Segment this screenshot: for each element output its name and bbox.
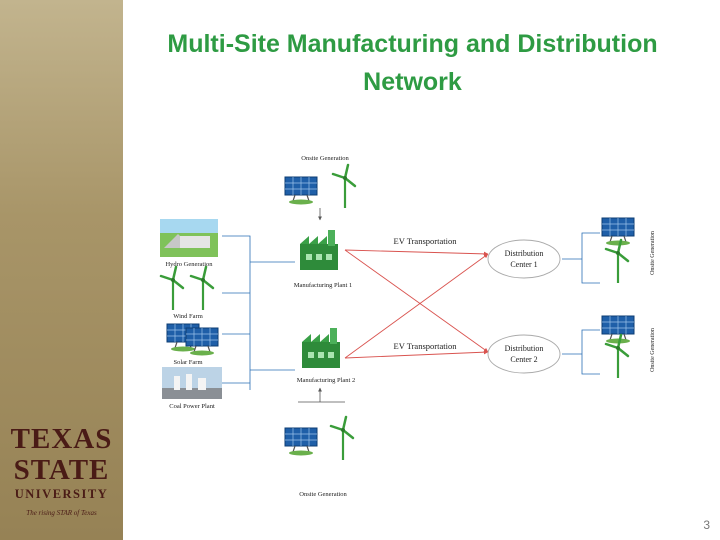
hydro-label: Hydro Generation (165, 261, 213, 268)
coal-power-plant: Coal Power Plant (162, 367, 222, 410)
plant2-label: Manufacturing Plant 2 (297, 377, 356, 384)
dc1-label-line1: Distribution (505, 249, 544, 258)
title-line-1: Multi-Site Manufacturing and Distributio… (167, 30, 658, 58)
hydro-generation: Hydro Generation (160, 219, 218, 268)
solar-panel-icon (601, 217, 635, 247)
dc2-label-line2: Center 2 (510, 355, 537, 364)
wind-farm-label: Wind Farm (173, 313, 203, 320)
wind-turbine-icon (189, 265, 215, 312)
distribution-center-2: Distribution Center 2 (487, 334, 561, 374)
logo-tagline: The rising STAR of Texas (26, 508, 97, 517)
onsite-right-2-label: Onsite Generation (650, 328, 656, 372)
dc1-ellipse (487, 239, 561, 279)
plant1-label: Manufacturing Plant 1 (294, 282, 353, 289)
network-diagram: Hydro Generation Wind Farm Solar Farm Co… (159, 155, 656, 498)
dc2-label-line1: Distribution (505, 344, 544, 353)
wind-turbine-icon (329, 415, 355, 462)
university-logo: TEXAS STATE UNIVERSITY The rising STAR o… (0, 425, 123, 517)
wind-turbine-icon (604, 238, 630, 285)
title-line-2: Network (363, 67, 462, 96)
onsite-generation-right-2: Onsite Generation (601, 315, 656, 380)
solar-panel-icon (284, 176, 318, 206)
logo-university: UNIVERSITY (14, 487, 109, 501)
onsite-top-label: Onsite Generation (301, 155, 349, 162)
solar-panel-icon (185, 327, 219, 357)
solar-farm-label: Solar Farm (173, 359, 202, 366)
onsite-bottom-label: Onsite Generation (299, 491, 347, 498)
solar-panel-icon (284, 427, 318, 457)
ev-transportation-arrows (344, 249, 489, 359)
sidebar-band: TEXAS STATE UNIVERSITY The rising STAR o… (0, 0, 123, 540)
onsite-generation-bottom: Onsite Generation (284, 387, 355, 498)
onsite-generation-right-1: Onsite Generation (601, 217, 656, 285)
manufacturing-plant-1: Manufacturing Plant 1 (294, 230, 353, 289)
onsite-generation-top: Onsite Generation (284, 155, 357, 221)
distribution-center-1: Distribution Center 1 (487, 239, 561, 279)
ev-transportation-1-label: EV Transportation (394, 236, 458, 246)
dc1-label-line2: Center 1 (510, 260, 537, 269)
wind-turbine-icon (331, 163, 357, 210)
logo-texas: TEXAS (10, 423, 113, 455)
factory-icon (300, 230, 338, 270)
solar-panel-icon (601, 315, 635, 345)
ev-transportation-2-label: EV Transportation (394, 341, 458, 351)
coal-label: Coal Power Plant (169, 403, 215, 410)
right-connectors (562, 232, 600, 375)
page-number: 3 (703, 518, 710, 532)
dc2-ellipse (487, 334, 561, 374)
factory-icon (302, 328, 340, 368)
solar-farm: Solar Farm (166, 323, 219, 366)
logo-state: STATE (13, 454, 110, 486)
onsite-right-1-label: Onsite Generation (650, 231, 656, 275)
slide-title: Multi-Site Manufacturing and Distributio… (125, 26, 700, 101)
wind-farm: Wind Farm (159, 265, 215, 320)
source-connectors (222, 235, 295, 390)
wind-turbine-icon (159, 265, 185, 312)
manufacturing-plant-2: Manufacturing Plant 2 (297, 328, 356, 384)
